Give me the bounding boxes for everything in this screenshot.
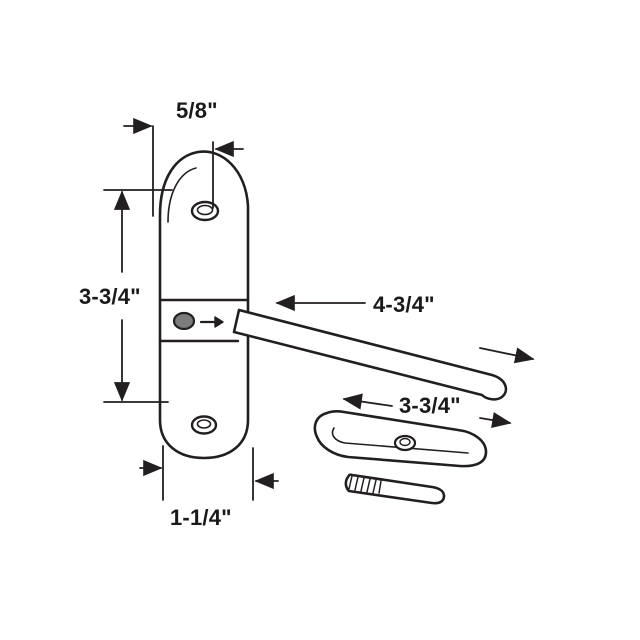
dimension-width-plate <box>139 445 279 501</box>
dimension-width-top <box>123 117 244 217</box>
threaded-pin <box>344 473 446 505</box>
pin-arm <box>232 308 508 401</box>
hinge-body <box>158 150 250 460</box>
dimension-label-width-top: 5/8" <box>176 98 218 123</box>
strap <box>313 410 488 468</box>
dimension-label-length-strap: 3-3/4" <box>399 393 461 418</box>
dimension-length-strap <box>342 393 512 429</box>
arrow-marker <box>199 316 224 328</box>
dimension-height-plate <box>103 189 173 403</box>
dimension-length-arm <box>275 294 535 364</box>
dimension-label-width-plate: 1-1/4" <box>170 505 232 530</box>
dimension-label-height-plate: 3-3/4" <box>79 284 141 309</box>
dimension-label-length-arm: 4-3/4" <box>373 292 435 317</box>
